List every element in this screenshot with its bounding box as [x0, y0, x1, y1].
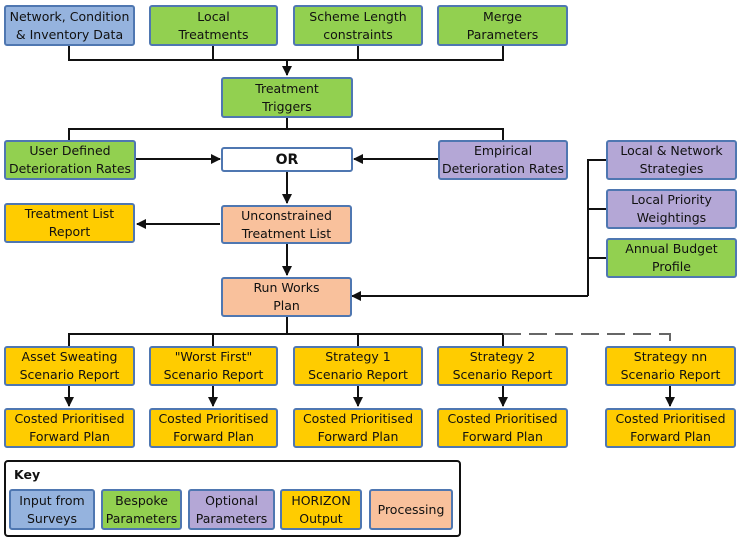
- forward-plan-box: Costed Prioritised Forward Plan: [293, 408, 423, 448]
- asset-sweating-report-box: Asset Sweating Scenario Report: [4, 346, 135, 386]
- run-works-plan-box: Run Works Plan: [221, 277, 352, 317]
- key-processing-swatch: Processing: [369, 489, 453, 530]
- annual-budget-profile-box: Annual Budget Profile: [606, 238, 737, 278]
- key-optional-swatch: Optional Parameters: [188, 489, 275, 530]
- user-defined-rates-box: User Defined Deterioration Rates: [4, 140, 136, 180]
- worst-first-report-box: "Worst First" Scenario Report: [149, 346, 278, 386]
- forward-plan-box: Costed Prioritised Forward Plan: [4, 408, 135, 448]
- empirical-rates-box: Empirical Deterioration Rates: [438, 140, 568, 180]
- key-output-swatch: HORIZON Output: [280, 489, 362, 530]
- local-network-strategies-box: Local & Network Strategies: [606, 140, 737, 180]
- key-title: Key: [14, 467, 41, 482]
- network-data-box: Network, Condition & Inventory Data: [4, 5, 135, 46]
- strategy-1-report-box: Strategy 1 Scenario Report: [293, 346, 423, 386]
- strategy-nn-report-box: Strategy nn Scenario Report: [605, 346, 736, 386]
- forward-plan-box: Costed Prioritised Forward Plan: [605, 408, 736, 448]
- strategy-2-report-box: Strategy 2 Scenario Report: [437, 346, 568, 386]
- treatment-list-report-box: Treatment List Report: [4, 203, 135, 243]
- local-treatments-box: Local Treatments: [149, 5, 278, 46]
- treatment-triggers-box: Treatment Triggers: [221, 77, 353, 118]
- merge-parameters-box: Merge Parameters: [437, 5, 568, 46]
- key-input-swatch: Input from Surveys: [9, 489, 95, 530]
- forward-plan-box: Costed Prioritised Forward Plan: [149, 408, 278, 448]
- forward-plan-box: Costed Prioritised Forward Plan: [437, 408, 568, 448]
- scheme-length-box: Scheme Length constraints: [293, 5, 423, 46]
- local-priority-weightings-box: Local Priority Weightings: [606, 189, 737, 229]
- key-bespoke-swatch: Bespoke Parameters: [101, 489, 182, 530]
- or-box: OR: [221, 147, 353, 172]
- unconstrained-list-box: Unconstrained Treatment List: [221, 205, 352, 244]
